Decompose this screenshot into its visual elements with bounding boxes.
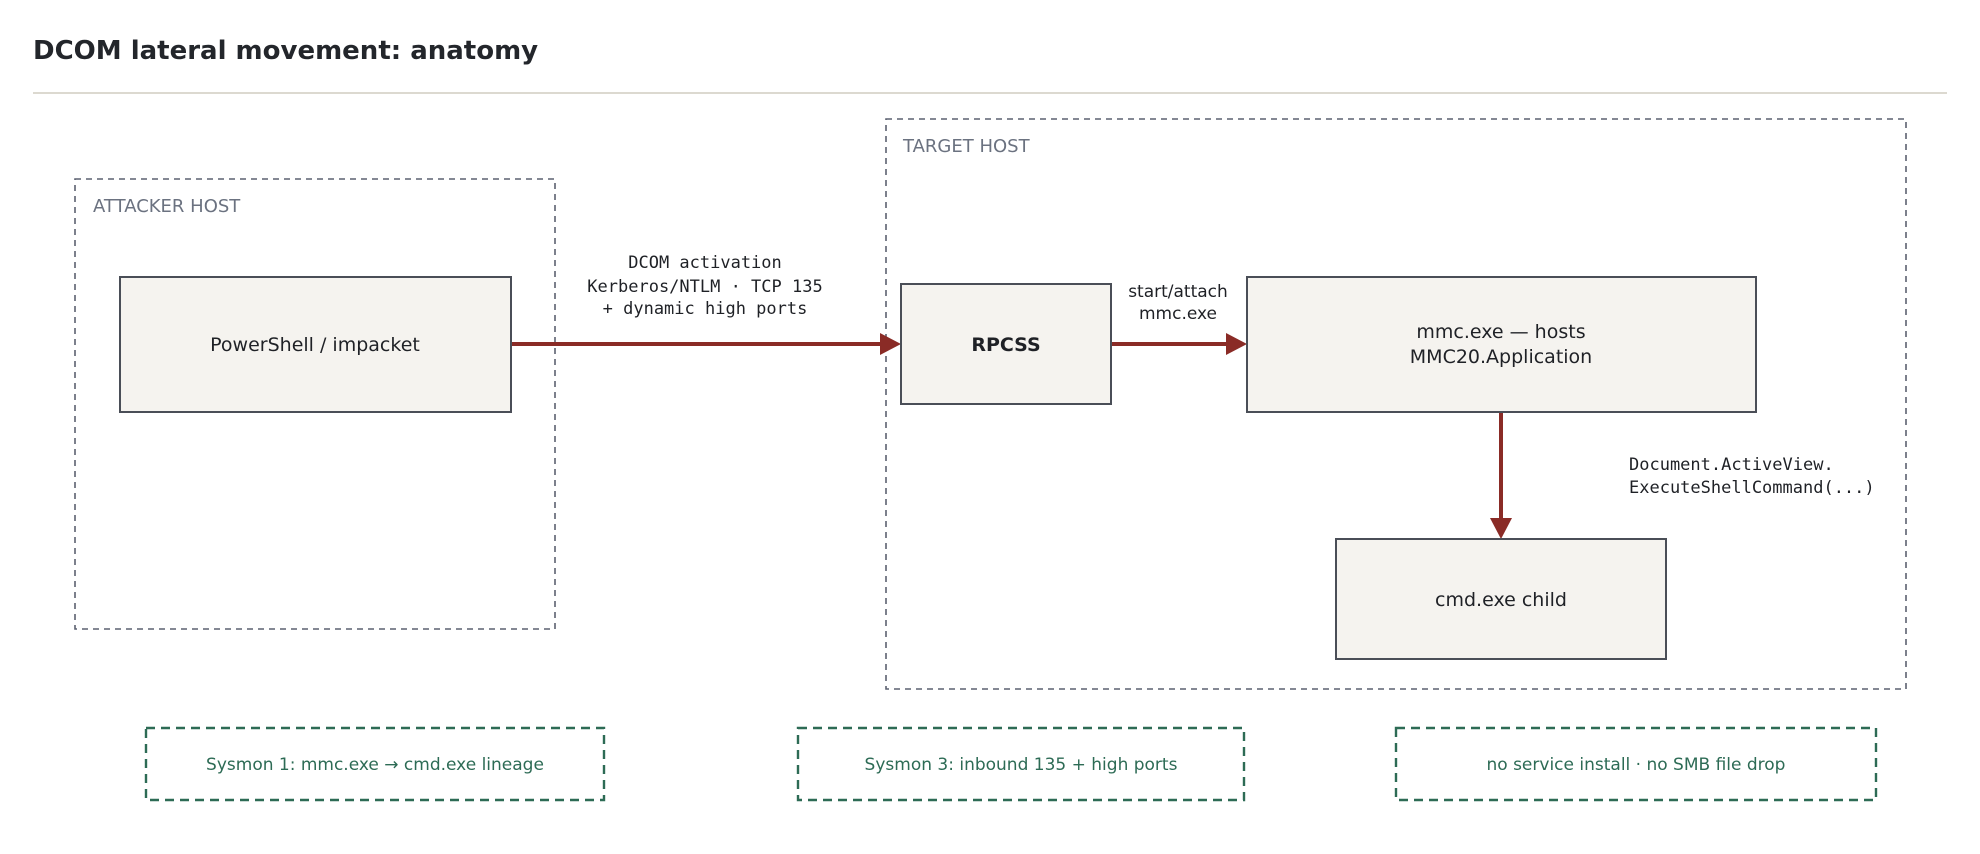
detection-note-sysmon-3-box: [796, 726, 1246, 802]
title-divider: [33, 92, 1947, 94]
node-mmc: mmc.exe — hosts MMC20.Application: [1246, 276, 1757, 413]
edge-dcom-activation-arrowhead: [880, 333, 901, 355]
node-powershell-box: [119, 276, 512, 413]
node-cmd-label: cmd.exe child: [1435, 589, 1567, 611]
edge-shell-command-label-1: Document.ActiveView.: [1629, 455, 1834, 475]
node-mmc-label-1: mmc.exe — hosts: [1416, 321, 1585, 343]
node-rpcss-label: RPCSS: [971, 334, 1040, 356]
edge-dcom-activation: DCOM activation Kerberos/NTLM · TCP 135 …: [511, 253, 901, 355]
detection-note-no-service-label: no service install · no SMB file drop: [1487, 755, 1786, 775]
edge-start-attach-arrowhead: [1226, 333, 1247, 355]
node-cmd-box: [1335, 538, 1667, 660]
detection-note-no-service-box: [1394, 726, 1878, 802]
attacker-host-label: ATTACKER HOST: [93, 196, 241, 217]
detection-note-sysmon-3: Sysmon 3: inbound 135 + high ports: [796, 726, 1246, 802]
attacker-host-region: ATTACKER HOST: [74, 178, 556, 630]
node-mmc-label-2: MMC20.Application: [1410, 346, 1592, 368]
node-cmd: cmd.exe child: [1335, 538, 1667, 660]
edge-shell-command-arrowhead: [1490, 518, 1512, 539]
page-title: DCOM lateral movement: anatomy: [33, 36, 539, 66]
edge-dcom-activation-label-3: + dynamic high ports: [603, 299, 808, 319]
detection-note-sysmon-3-label: Sysmon 3: inbound 135 + high ports: [865, 755, 1178, 775]
node-rpcss-box: [900, 283, 1112, 405]
node-rpcss: RPCSS: [900, 283, 1112, 405]
detection-note-sysmon-1-label: Sysmon 1: mmc.exe → cmd.exe lineage: [206, 755, 544, 775]
edge-start-attach: start/attach mmc.exe: [1111, 282, 1247, 355]
edge-start-attach-label-1: start/attach: [1128, 282, 1228, 302]
node-powershell: PowerShell / impacket: [119, 276, 512, 413]
target-host-boundary: [885, 118, 1907, 690]
detection-note-sysmon-1-box: [144, 726, 606, 802]
target-host-region: TARGET HOST: [885, 118, 1907, 690]
node-mmc-box: [1246, 276, 1757, 413]
edge-start-attach-label-2: mmc.exe: [1139, 304, 1217, 324]
target-host-label: TARGET HOST: [902, 136, 1031, 157]
node-powershell-label: PowerShell / impacket: [210, 334, 420, 356]
edge-shell-command: Document.ActiveView. ExecuteShellCommand…: [1490, 412, 1875, 539]
edge-shell-command-label-2: ExecuteShellCommand(...): [1629, 478, 1875, 498]
edge-dcom-activation-label-2: Kerberos/NTLM · TCP 135: [587, 277, 822, 297]
detection-note-no-service: no service install · no SMB file drop: [1394, 726, 1878, 802]
attacker-host-boundary: [74, 178, 556, 630]
detection-note-sysmon-1: Sysmon 1: mmc.exe → cmd.exe lineage: [144, 726, 606, 802]
edge-dcom-activation-label-1: DCOM activation: [628, 253, 782, 273]
